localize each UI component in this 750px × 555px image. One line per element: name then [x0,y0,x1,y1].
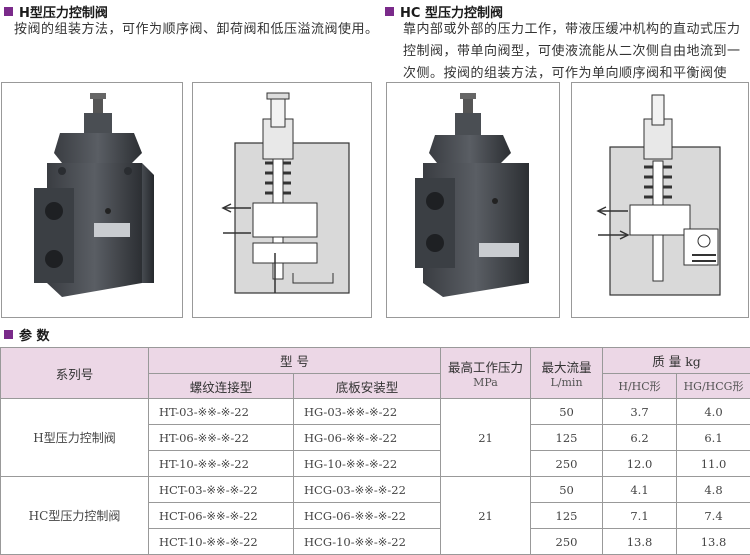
mass-hg: 11.0 [676,450,750,477]
thread-model: HCT-03-※※-※-22 [148,476,294,503]
mass-hg: 7.4 [676,502,750,529]
hc-valve-cross-section [571,82,749,318]
bullet-square-icon [4,7,13,16]
mass-h: 13.8 [602,528,678,555]
mass-h: 12.0 [602,450,678,477]
header-model: 型 号 [147,347,442,374]
table-row: HC型压力控制阀 HCT-03-※※-※-22 HCG-03-※※-※-22 2… [0,476,750,555]
parameters-table: 系列号 型 号 最高工作压力 MPa 最大流量 L/min 质 量 kg 螺纹连… [0,347,750,555]
thread-model: HT-10-※※-※-22 [148,450,294,477]
h-section-title: H型压力控制阀 [4,2,108,21]
table-row: H型压力控制阀 HT-03-※※-※-22 HG-03-※※-※-22 21 5… [0,398,750,477]
max-flow: 125 [530,502,604,529]
header-mass-h: H/HC形 [602,373,678,399]
thread-model: HT-06-※※-※-22 [148,424,294,451]
bullet-square-icon [4,330,13,339]
header-flow-unit: L/min [550,376,583,389]
max-pressure: 21 [440,398,532,477]
h-description: 按阀的组装方法，可作为顺序阀、卸荷阀和低压溢流阀使用。 [14,22,379,37]
hc-title-text: HC 型压力控制阀 [400,6,503,21]
hc-valve-photo [386,82,560,318]
header-pressure-unit: MPa [473,376,498,389]
table-row: HT-06-※※-※-22 HG-06-※※-※-22 125 6.2 6.1 [1,424,750,451]
header-series: 系列号 [0,347,149,399]
mass-h: 6.2 [602,424,678,451]
mass-hg: 4.0 [676,398,750,425]
thread-model: HCT-10-※※-※-22 [148,528,294,555]
h-valve-cross-section [192,82,372,318]
table-row: HCT-10-※※-※-22 HCG-10-※※-※-22 250 13.8 1… [1,528,750,555]
mass-hg: 13.8 [676,528,750,555]
header-mass: 质 量 kg [602,347,750,374]
mass-h: 4.1 [602,476,678,503]
max-flow: 50 [530,476,604,503]
table-row: HT-10-※※-※-22 HG-10-※※-※-22 250 12.0 11.… [1,450,750,477]
plate-model: HG-03-※※-※-22 [292,398,442,425]
mass-hg: 4.8 [676,476,750,503]
header-flow-label: 最大流量 [541,360,592,375]
thread-model: HCT-06-※※-※-22 [148,502,294,529]
hc-section-title: HC 型压力控制阀 [385,2,503,21]
plate-model: HCG-03-※※-※-22 [292,476,442,503]
bullet-square-icon [385,7,394,16]
header-thread: 螺纹连接型 [148,373,294,399]
max-flow: 50 [530,398,604,425]
header-plate: 底板安装型 [292,373,442,399]
max-flow: 250 [530,450,604,477]
thread-model: HT-03-※※-※-22 [148,398,294,425]
max-pressure: 21 [440,476,532,555]
params-title-text: 参 数 [19,329,50,344]
mass-hg: 6.1 [676,424,750,451]
h-title-text: H型压力控制阀 [19,6,108,21]
plate-model: HG-10-※※-※-22 [292,450,442,477]
params-title: 参 数 [4,325,50,344]
header-flow: 最大流量 L/min [530,347,604,399]
header-pressure-label: 最高工作压力 [448,360,524,375]
mass-h: 3.7 [602,398,678,425]
header-pressure: 最高工作压力 MPa [440,347,532,399]
h-valve-photo [1,82,183,318]
series-name: HC型压力控制阀 [0,476,149,555]
plate-model: HCG-06-※※-※-22 [292,502,442,529]
hc-desc-line: 靠内部或外部的压力工作，带液压缓冲机构的直动式压力 [403,22,741,37]
mass-h: 7.1 [602,502,678,529]
plate-model: HG-06-※※-※-22 [292,424,442,451]
plate-model: HCG-10-※※-※-22 [292,528,442,555]
header-mass-hg: HG/HCG形 [676,373,750,399]
hc-desc-line: 控制阀，带单向阀型，可使液流能从二次侧自由地流到一 [403,44,741,59]
series-name: H型压力控制阀 [0,398,149,477]
max-flow: 250 [530,528,604,555]
max-flow: 125 [530,424,604,451]
